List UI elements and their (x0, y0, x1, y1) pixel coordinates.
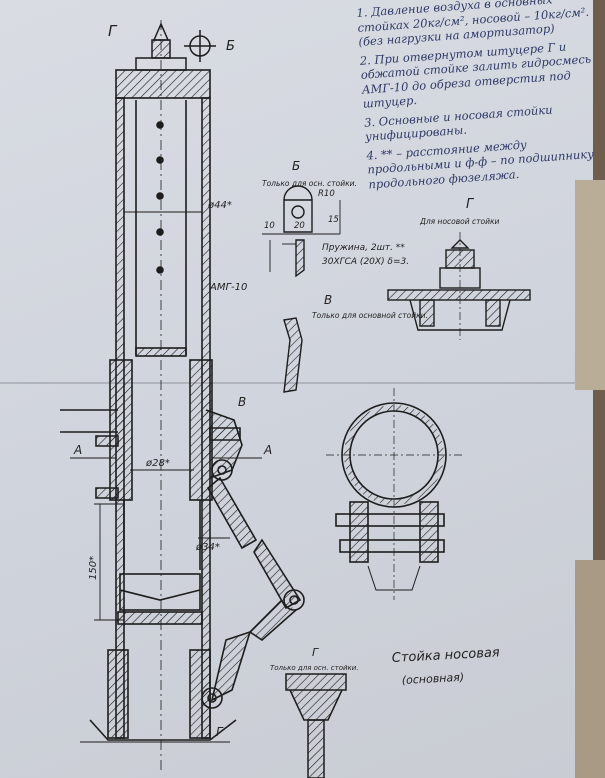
notes-block: 1. Давление воздуха в основных стойках 2… (356, 0, 601, 196)
label-section-a-right: А (263, 443, 272, 457)
detail-b (262, 185, 341, 278)
detail-v (283, 317, 303, 393)
label-view-g-top: Г (108, 22, 118, 40)
label-section-a-left: А (73, 443, 82, 457)
strut-subtitle: (основная) (401, 671, 464, 687)
background-paper (575, 560, 605, 778)
background-paper (575, 180, 605, 390)
strut-body (80, 20, 237, 770)
detail-b-note: Только для осн. стойки. (262, 179, 357, 188)
label-view-v-arrow: В (238, 395, 246, 409)
dimension-lines (70, 211, 262, 621)
strut-title: Стойка носовая (391, 645, 500, 666)
detail-b-title: Б (292, 159, 300, 173)
detail-g-note: Для носовой стойки (419, 217, 500, 226)
note-2: 2. При отвернутом штуцере Г и обжатой ст… (359, 38, 592, 111)
label-view-b-top: Б (226, 39, 235, 54)
label-dia-34: ø34* (195, 542, 220, 553)
detail-b-15: 15 (328, 215, 339, 225)
detail-v-title: В (324, 293, 332, 307)
bottom-g-title: Г (312, 646, 319, 659)
label-dim-150: 150* (88, 556, 99, 580)
detail-b-10: 10 (264, 221, 275, 231)
detail-g-title: Г (466, 197, 475, 212)
top-fitting (135, 22, 216, 71)
section-a-a (326, 388, 462, 600)
label-view-g-bottom: Г (216, 725, 224, 739)
label-hydraulic: АМГ-10 (209, 282, 247, 293)
spring-spec: 30ХГСА (20Х) δ=3. (322, 257, 409, 267)
detail-g (387, 232, 531, 340)
label-dia-44: ø44* (207, 200, 232, 211)
bottom-detail-g (285, 673, 347, 778)
spring-note: Пружина, 2шт. ** (322, 243, 405, 253)
torque-links (60, 409, 305, 709)
detail-b-20: 20 (294, 221, 305, 231)
detail-b-r10: R10 (318, 189, 335, 199)
detail-v-note: Только для основной стойки. (312, 311, 428, 320)
bottom-g-note: Только для осн. стойки. (270, 664, 359, 672)
label-dia-28: ø28* (145, 458, 170, 469)
